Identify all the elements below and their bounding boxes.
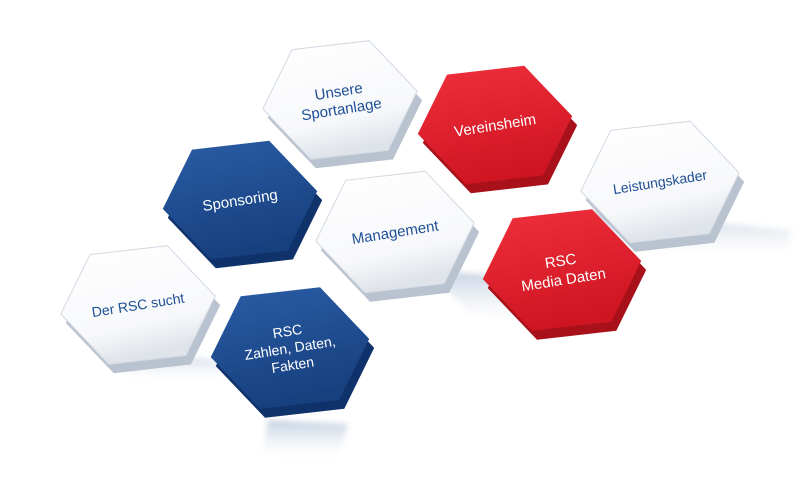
hex-label-line: Fakten (270, 353, 315, 376)
hex-face-rsc-media-daten (482, 209, 642, 331)
hex-face-vereinsheim (417, 65, 573, 185)
hex-tile-rsc-zahlen-daten-fakten[interactable]: RSCZahlen, Daten,Fakten (210, 287, 375, 418)
hex-face-der-rsc-sucht (60, 245, 216, 365)
hex-tile-der-rsc-sucht[interactable]: Der RSC sucht (60, 245, 221, 374)
hex-face-unsere-sportanlage (262, 40, 418, 160)
hex-tile-management[interactable]: Management (315, 170, 480, 302)
hex-tile-sponsoring[interactable]: Sponsoring (162, 140, 323, 269)
hex-tile-leistungskader[interactable]: Leistungskader (580, 120, 745, 252)
hex-label-line: RSC (544, 251, 578, 273)
shadow-bottom-left (262, 420, 348, 462)
hex-face-management (315, 170, 475, 294)
hex-tile-vereinsheim[interactable]: Vereinsheim (417, 65, 578, 194)
hex-tile-unsere-sportanlage[interactable]: UnsereSportanlage (262, 40, 423, 169)
hex-face-sponsoring (162, 140, 318, 260)
hex-tile-rsc-media-daten[interactable]: RSCMedia Daten (482, 209, 647, 340)
hex-face-rsc-zahlen-daten-fakten (210, 287, 370, 409)
hex-label-line: RSC (271, 321, 303, 341)
hex-face-leistungskader (580, 120, 740, 244)
